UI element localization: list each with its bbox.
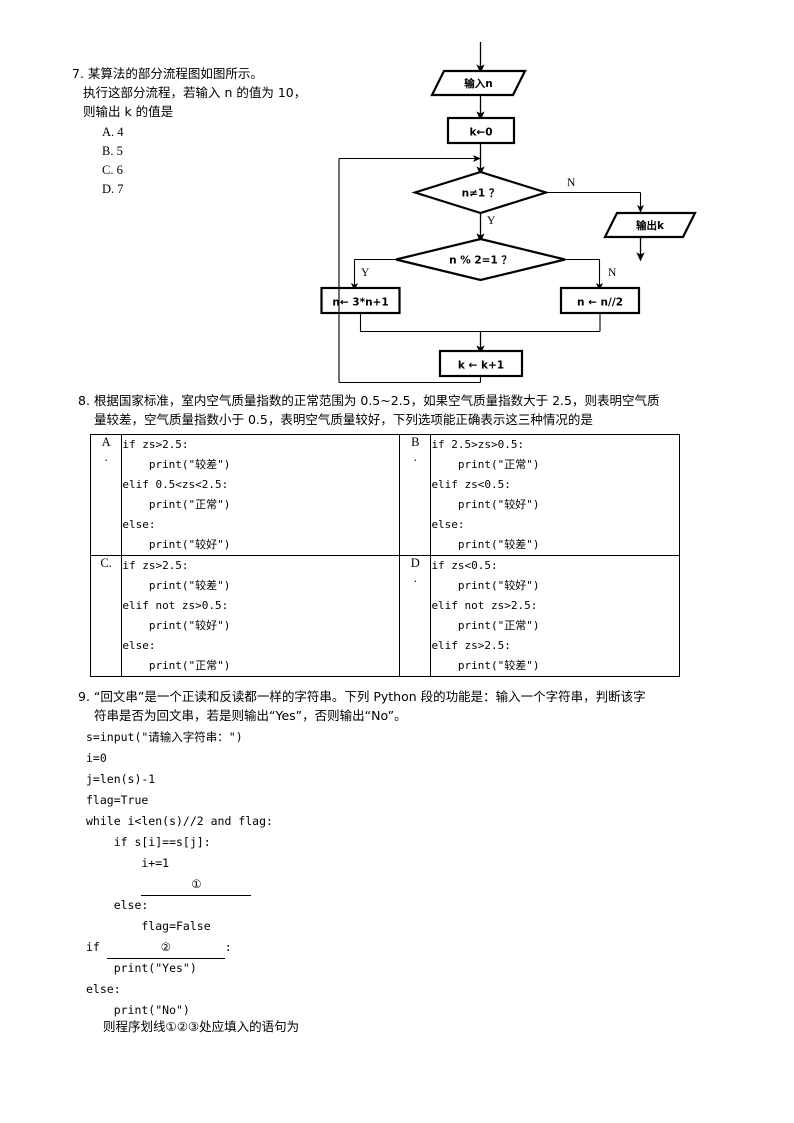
flow-label-cond-loop-no: N <box>567 177 576 189</box>
flow-label-branch-odd: n← 3*n+1 <box>332 297 388 309</box>
option-a-code-line-3: elif 0.5<zs<2.5: <box>122 478 229 491</box>
table-row: C. if zs>2.5: print("较差") elif not zs>0.… <box>89 555 680 677</box>
option-c-code-line-6: print("正常") <box>122 659 231 672</box>
question-9-line-2: 符串是否为回文串，若是则输出“Yes”，否则输出“No”。 <box>94 707 407 723</box>
flow-shape-counter <box>438 349 524 378</box>
option-b-label-top: B <box>411 435 420 449</box>
option-b-code-cell: if 2.5>zs>0.5: print("正常") elif zs<0.5: … <box>430 434 680 556</box>
option-d-code-cell: if zs<0.5: print("较好") elif not zs>2.5: … <box>430 555 680 677</box>
q9-blank-2[interactable]: ② <box>106 937 225 959</box>
flow-shape-input-n <box>430 69 527 97</box>
question-9-block: 9. “回文串”是一个正读和反读都一样的字符串。下列 Python 段的功能是：… <box>78 688 723 725</box>
option-d-code-line-1: if zs<0.5: <box>431 559 498 572</box>
q9-blank-2-marker: ② <box>160 940 171 954</box>
option-c-label-cell[interactable]: C. <box>89 555 123 677</box>
flow-label-cond-loop-yes: Y <box>487 215 496 227</box>
option-c-code-line-4: print("较好") <box>122 619 231 632</box>
option-d-code-line-2: print("较好") <box>431 579 540 592</box>
flow-shape-output-k <box>603 211 697 239</box>
flow-label-cond-loop: n≠1 ？ <box>462 188 500 200</box>
q9-blank-1-indent <box>86 877 141 891</box>
q9-code-line-9: flag=False <box>86 919 211 933</box>
q9-code-line-10: print("Yes") <box>86 961 197 975</box>
q9-code-line-12: print("No") <box>86 1003 190 1017</box>
question-7-option-c[interactable]: C. 6 <box>102 163 123 177</box>
option-b-code-line-2: print("正常") <box>431 458 540 471</box>
q9-blank-1-line: ① <box>86 874 706 896</box>
option-a-label-cell[interactable]: A . <box>89 434 123 556</box>
flow-label-cond-mod-no: N <box>608 267 617 279</box>
q9-code-line-4: flag=True <box>86 793 149 807</box>
q9-code-line-3: j=len(s)-1 <box>86 772 156 786</box>
question-7-block: 7. 某算法的部分流程图如图所示。 执行这部分流程，若输入 n 的值为 10， … <box>72 64 362 199</box>
q9-blank-2-prefix: if <box>86 940 107 954</box>
question-7-options: A. 4 B. 5 C. 6 D. 7 <box>72 123 362 199</box>
option-c-label-top: C. <box>100 556 112 570</box>
question-8-line-1: 8. 根据国家标准，室内空气质量指数的正常范围为 0.5~2.5，如果空气质量指… <box>78 393 660 408</box>
option-d-label-bottom: . <box>413 571 417 585</box>
option-a-label-bottom: . <box>104 450 108 464</box>
question-7-line-2: 执行这部分流程，若输入 n 的值为 10， <box>83 85 307 100</box>
q9-code-line-1: s=input("请输入字符串：") <box>86 730 243 744</box>
option-b-code-line-1: if 2.5>zs>0.5: <box>431 438 525 451</box>
question-7-line-1: 7. 某算法的部分流程图如图所示。 <box>72 66 263 81</box>
option-a-code-line-2: print("较差") <box>122 458 231 471</box>
option-c-code-cell: if zs>2.5: print("较差") elif not zs>0.5: … <box>121 555 401 677</box>
question-8-block: 8. 根据国家标准，室内空气质量指数的正常范围为 0.5~2.5，如果空气质量指… <box>78 392 718 429</box>
option-d-label-cell[interactable]: D . <box>399 555 432 677</box>
flow-shape-branch-even <box>559 286 641 315</box>
question-9-tail-text: 则程序划线①②③处应填入的语句为 <box>103 1019 300 1034</box>
option-d-code-line-6: print("较差") <box>431 659 540 672</box>
option-a-code-line-1: if zs>2.5: <box>122 438 189 451</box>
flow-shape-branch-odd <box>320 286 401 315</box>
q9-code-line-8: else: <box>86 898 149 912</box>
q9-code-line-2: i=0 <box>86 751 107 765</box>
option-c-code-line-3: elif not zs>0.5: <box>122 599 229 612</box>
option-b-code-line-6: print("较差") <box>431 538 540 551</box>
flow-label-init-k: k←0 <box>469 127 492 139</box>
table-row: A . if zs>2.5: print("较差") elif 0.5<zs<2… <box>89 434 680 556</box>
option-a-code-line-4: print("正常") <box>122 498 231 511</box>
question-7-option-d[interactable]: D. 7 <box>102 182 124 196</box>
flow-label-input-n: 输入n <box>464 77 492 90</box>
question-9-code-block: s=input("请输入字符串：") i=0 j=len(s)-1 flag=T… <box>86 727 706 1021</box>
option-a-label-top: A <box>101 435 111 449</box>
option-b-label-bottom: . <box>413 450 417 464</box>
option-c-code-line-1: if zs>2.5: <box>122 559 189 572</box>
flow-label-cond-mod: n % 2=1 ？ <box>449 255 512 267</box>
flow-label-counter: k ← k+1 <box>458 360 504 372</box>
q9-blank-2-suffix: : <box>224 940 232 954</box>
question-7-line-3: 则输出 k 的值是 <box>83 104 174 119</box>
option-b-label-cell[interactable]: B . <box>399 434 432 556</box>
option-d-label-top: D <box>410 556 420 570</box>
option-a-code-line-6: print("较好") <box>122 538 231 551</box>
option-c-code-line-2: print("较差") <box>122 579 231 592</box>
q9-code-line-6: if s[i]==s[j]: <box>86 835 211 849</box>
q9-blank-1-marker: ① <box>191 877 202 891</box>
q9-code-line-5: while i<len(s)//2 and flag: <box>86 814 273 828</box>
q9-code-line-11: else: <box>86 982 121 996</box>
flowchart-diagram: 输入n k←0 n≠1 ？ N 输出k Y <box>320 36 720 386</box>
q9-blank-1[interactable]: ① <box>141 874 252 896</box>
flow-label-cond-mod-yes: Y <box>361 267 370 279</box>
question-7-option-a[interactable]: A. 4 <box>102 125 124 139</box>
question-7-option-b[interactable]: B. 5 <box>102 144 123 158</box>
flow-label-output-k: 输出k <box>636 219 665 232</box>
option-b-code-line-3: elif zs<0.5: <box>431 478 511 491</box>
option-d-code-line-3: elif not zs>2.5: <box>431 599 538 612</box>
option-a-code-cell: if zs>2.5: print("较差") elif 0.5<zs<2.5: … <box>121 434 401 556</box>
option-d-code-line-4: print("正常") <box>431 619 540 632</box>
question-8-line-2: 量较差，空气质量指数小于 0.5，表明空气质量较好，下列选项能正确表示这三种情况… <box>94 411 593 427</box>
q9-code-line-7: i+=1 <box>86 856 170 870</box>
flow-shape-cond-mod <box>395 237 566 282</box>
question-8-options-table: A . if zs>2.5: print("较差") elif 0.5<zs<2… <box>89 434 680 677</box>
option-c-code-line-5: else: <box>122 639 156 652</box>
question-9-line-1: 9. “回文串”是一个正读和反读都一样的字符串。下列 Python 段的功能是：… <box>78 689 646 704</box>
option-b-code-line-4: print("较好") <box>431 498 540 511</box>
q9-blank-2-line: if ②: <box>86 937 706 959</box>
flow-label-branch-even: n ← n//2 <box>577 297 623 309</box>
option-d-code-line-5: elif zs>2.5: <box>431 639 511 652</box>
option-b-code-line-5: else: <box>431 518 465 531</box>
option-a-code-line-5: else: <box>122 518 156 531</box>
